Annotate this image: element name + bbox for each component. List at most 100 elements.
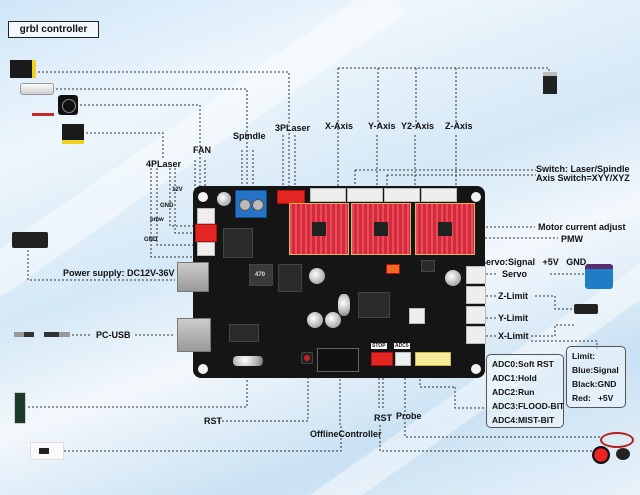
- label-z-axis: Z-Axis: [445, 121, 473, 131]
- adc-header: [415, 352, 451, 366]
- label-pc-usb: PC-USB: [96, 330, 131, 340]
- label-spindle: Spindle: [233, 131, 266, 141]
- y-limit-connector: [466, 306, 486, 324]
- fan-cable-icon: [32, 113, 54, 116]
- line-probe: [404, 370, 600, 438]
- dc-power-jack[interactable]: [177, 262, 209, 292]
- mosfet: [278, 264, 302, 292]
- label-y2-axis: Y2-Axis: [401, 121, 435, 131]
- laser-spindle-jumper[interactable]: [386, 264, 400, 274]
- label-servo-pins: Servo:Signal +5V GND: [480, 257, 587, 267]
- adc5-silk-label: ADC5: [394, 343, 410, 349]
- limit-info-box: Limit: Blue:Signal Black:GND Red: +5V: [566, 346, 626, 408]
- stepper-driver-z: [415, 203, 475, 255]
- adc-item: ADC2:Run: [492, 387, 535, 397]
- spindle-motor-icon: [20, 83, 54, 95]
- usb-serial-chip: [229, 324, 259, 342]
- adc-item: ADC4:MIST-BIT: [492, 415, 555, 425]
- capacitor: [325, 312, 341, 328]
- label-4plaser: 4PLaser: [146, 159, 182, 169]
- laser-module-4p-icon: [62, 124, 84, 144]
- adc-item: ADC3:FLOOD-BIT: [492, 401, 565, 411]
- probe-clip-icon: [600, 432, 634, 448]
- stop-silk-label: STOP: [371, 343, 387, 349]
- label-y-axis: Y-Axis: [368, 121, 396, 131]
- bluetooth-module-icon: [14, 392, 26, 424]
- y2-axis-connector: [384, 188, 420, 202]
- inductor: 470: [249, 264, 273, 286]
- limit-item: Black:GND: [572, 379, 617, 389]
- usb-b-port[interactable]: [177, 318, 211, 352]
- power-adapter-icon: [12, 232, 48, 248]
- line-adc: [419, 375, 485, 409]
- capacitor: [217, 192, 231, 206]
- z-axis-connector: [421, 188, 457, 202]
- offline-controller-header: [317, 348, 359, 372]
- servo-connector: [466, 266, 486, 284]
- line-rst: [218, 370, 309, 422]
- pin-label-12v: 12V: [172, 187, 183, 193]
- line-stop-button: [379, 425, 600, 452]
- label-x-limit: X-Limit: [498, 331, 529, 341]
- stop-button-icon: [592, 446, 610, 464]
- capacitor: [309, 268, 325, 284]
- crystal: [338, 294, 350, 316]
- limit-item: Blue:Signal: [572, 365, 619, 375]
- label-y-limit: Y-Limit: [498, 313, 529, 323]
- label-fan: FAN: [193, 145, 211, 155]
- axis-switch-jumper[interactable]: [421, 260, 435, 272]
- laser-4p-aux-connector: [197, 242, 215, 256]
- stepper-driver-x: [289, 203, 349, 255]
- line-power: [27, 250, 175, 281]
- voltage-regulator: [223, 228, 253, 258]
- x-axis-connector: [310, 188, 346, 202]
- line-stepper: [338, 67, 550, 75]
- pin-label-pwm: pmw: [150, 217, 164, 223]
- pin-label-gnd: GND: [160, 203, 174, 209]
- label-axis-switch: Axis Switch=XYY/XYZ: [536, 173, 630, 183]
- mounting-hole: [471, 364, 481, 374]
- crystal: [233, 356, 263, 366]
- mounting-hole: [198, 192, 208, 202]
- line-offline-module: [64, 425, 342, 452]
- stepper-motor-icon: [543, 72, 557, 94]
- inductor-label: 470: [255, 272, 266, 278]
- label-3plaser: 3PLaser: [275, 123, 311, 133]
- stepper-driver-y: [351, 203, 411, 255]
- offline-controller-module-icon: [30, 442, 64, 460]
- limit-switch-icon: [574, 304, 598, 314]
- capacitor: [307, 312, 323, 328]
- mounting-hole: [471, 192, 481, 202]
- label-probe: Probe: [396, 411, 422, 421]
- label-x-axis: X-Axis: [325, 121, 354, 131]
- line-fan: [80, 104, 201, 190]
- mounting-hole: [198, 364, 208, 374]
- probe-plate-icon: [616, 448, 630, 460]
- label-servo: Servo: [502, 269, 528, 279]
- usb-cable-icon: [14, 332, 70, 337]
- label-z-limit: Z-Limit: [498, 291, 528, 301]
- label-power-supply: Power supply: DC12V-36V: [63, 268, 175, 278]
- line-z-limit: [474, 295, 575, 310]
- line-spindle: [52, 88, 248, 190]
- x-limit-connector: [466, 326, 486, 344]
- controller-board: 470 STOP ADC5: [177, 186, 486, 378]
- microcontroller: [358, 292, 390, 318]
- capacitor: [445, 270, 461, 286]
- label-switch-laser-spindle: Switch: Laser/Spindle: [536, 164, 630, 174]
- label-pwm: PMW: [561, 234, 583, 244]
- line-3plaser: [30, 71, 290, 190]
- limit-item: Red: +5V: [572, 393, 614, 403]
- laser-module-3p-icon: [10, 60, 36, 78]
- stop-connector: [371, 352, 393, 366]
- line-stop: [378, 370, 384, 410]
- label-motor-current: Motor current adjust: [538, 222, 626, 232]
- line-4plaser: [82, 132, 164, 160]
- z-limit-connector: [466, 286, 486, 304]
- fan-icon: [58, 95, 78, 115]
- adc-item: ADC0:Soft RST: [492, 359, 554, 369]
- reset-button[interactable]: [301, 352, 313, 364]
- spindle-terminal-block: [235, 190, 267, 218]
